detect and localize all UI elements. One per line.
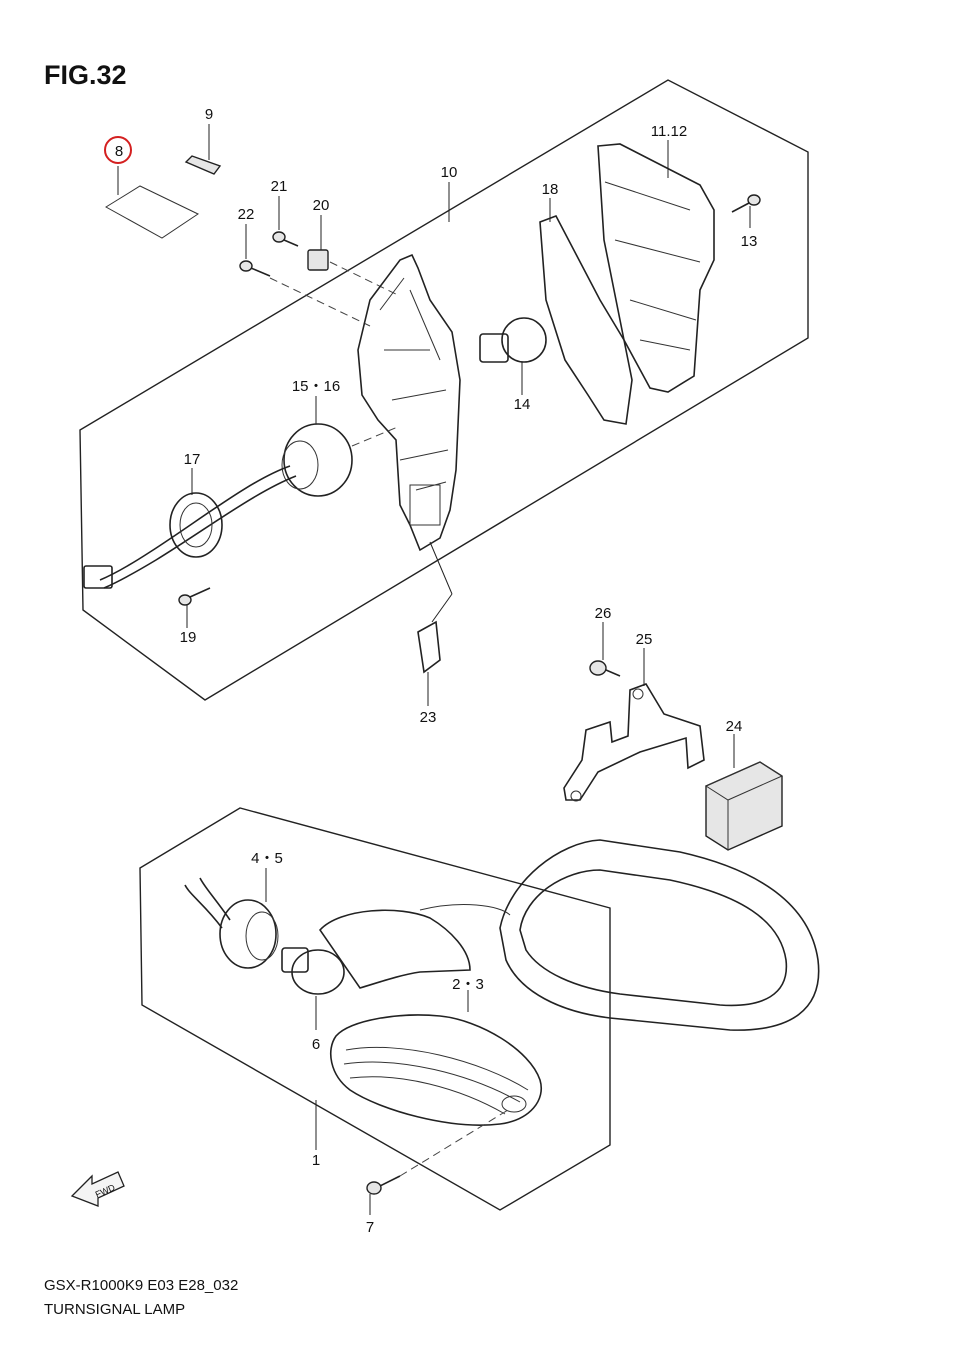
callout-9: 9 — [205, 106, 213, 123]
upper-assembly-box — [79, 79, 809, 701]
part-2-3-lens — [315, 990, 542, 1150]
callout-18: 18 — [542, 181, 559, 198]
callout-13: 13 — [741, 233, 758, 250]
part-25-bracket — [563, 648, 705, 802]
callout-22: 22 — [238, 206, 255, 223]
part-21-screw — [272, 196, 299, 247]
callout-25: 25 — [636, 631, 653, 648]
callout-8: 8 — [115, 143, 123, 160]
part-13-screw — [731, 194, 761, 228]
lower-assembly-box — [139, 807, 611, 1211]
mirror-housing — [419, 839, 820, 1031]
callout-19: 19 — [180, 629, 197, 646]
callout-23: 23 — [420, 709, 437, 726]
callout-14: 14 — [514, 396, 531, 413]
callout-15-16: 15・16 — [292, 378, 340, 395]
fwd-arrow-icon: FWD — [70, 1171, 125, 1207]
callout-17: 17 — [184, 451, 201, 468]
callout-10: 10 — [441, 164, 458, 181]
callout-11-12: 11.12 — [651, 123, 687, 140]
figure-title: FIG.32 — [44, 60, 127, 90]
part-22-screw — [239, 224, 271, 277]
callout-2-3: 2・3 — [452, 976, 484, 993]
part-6-bulb — [281, 947, 345, 1030]
callout-21: 21 — [271, 178, 288, 195]
part-9-pad — [184, 124, 222, 175]
lamp-body — [318, 909, 471, 989]
callout-26: 26 — [595, 605, 612, 622]
callout-8-highlight-circle — [104, 136, 132, 164]
callout-7: 7 — [366, 1219, 374, 1236]
part-15-16-socket — [281, 396, 401, 497]
part-10-housing — [357, 253, 461, 595]
callout-1: 1 — [312, 1152, 320, 1169]
part-19-screw — [178, 587, 211, 628]
part-23-clip — [417, 593, 453, 706]
part-4-5-socket — [184, 868, 279, 969]
part-11-12-lens — [597, 140, 715, 393]
callout-20: 20 — [313, 197, 330, 214]
part-17-grommet — [99, 465, 297, 589]
part-20-clip — [307, 215, 329, 271]
connector — [83, 565, 113, 589]
footer-diagram-name: TURNSIGNAL LAMP — [44, 1301, 185, 1318]
part-7-screw — [366, 1109, 509, 1215]
part-8-label-sheet — [105, 166, 200, 239]
part-24-relay — [704, 734, 784, 851]
part-26-bolt — [589, 622, 621, 677]
callout-24: 24 — [726, 718, 743, 735]
footer-model-code: GSX-R1000K9 E03 E28_032 — [44, 1277, 238, 1294]
callout-6: 6 — [312, 1036, 320, 1053]
part-14-bulb — [479, 317, 547, 395]
part-18-gasket — [539, 198, 633, 425]
callout-4-5: 4・5 — [251, 850, 283, 867]
